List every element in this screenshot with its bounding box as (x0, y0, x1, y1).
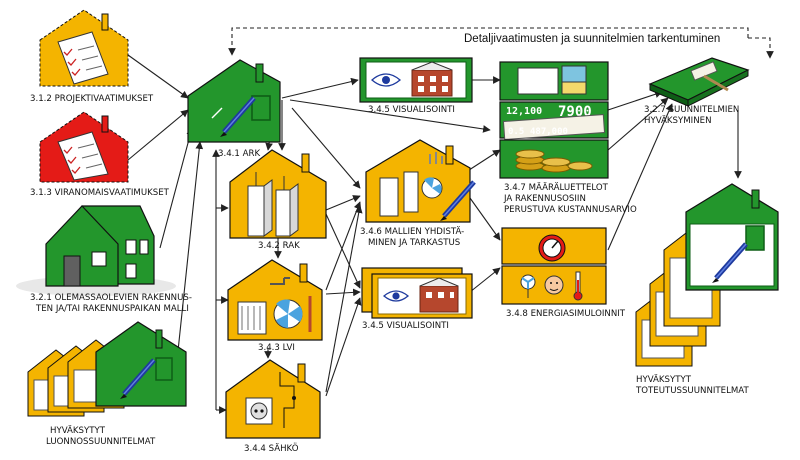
eye-visualisation-icon (377, 277, 467, 315)
eye-visualisation-icon (359, 57, 473, 103)
energia-label: 3.4.8 ENERGIASIMULOINNIT (506, 309, 626, 319)
hvac-house-icon (227, 259, 323, 341)
hyvaksyminen-label-1: 3.2.7 SUUNNITELMIEN (644, 105, 739, 115)
rak-node: 3.4.2 RAK (229, 149, 327, 251)
display-number-left: 12,100 (506, 106, 542, 117)
visualisointi-mid-label: 3.4.5 VISUALISOINTI (362, 321, 449, 331)
lvi-label: 3.4.3 LVI (258, 343, 295, 353)
architect-house-pencil-icon (187, 59, 281, 143)
display-number-bottom-right: 487,000 (530, 127, 568, 137)
approval-gavel-icon (648, 57, 750, 107)
green-existing-house-icon (16, 205, 176, 296)
approved-plans-stack-icon (635, 183, 779, 367)
visualisointi-top-node: 3.4.5 VISUALISOINTI (359, 57, 473, 115)
structure-house-icon (229, 149, 327, 239)
maara-label-1: 3.4.7 MÄÄRÄLUETTELOT (504, 182, 609, 193)
olemassaolevien-malli-node: 3.2.1 OLEMASSAOLEVIEN RAKENNUS- TEN JA/T… (16, 205, 192, 314)
toteutus-label-2: TOTEUTUSSUUNNITELMAT (635, 386, 749, 396)
sahko-label: 3.4.4 SÄHKÖ (244, 443, 299, 454)
suunnitelmien-hyvaksyminen-node: 3.2.7 SUUNNITELMIEN HYVÄKSYMINEN (644, 57, 750, 126)
maara-label-3: PERUSTUVA KUSTANNUSARVIO (504, 205, 637, 215)
olemassaolevien-label-1: 3.2.1 OLEMASSAOLEVIEN RAKENNUS- (30, 293, 192, 303)
ark-node: 3.4.1 ARK (187, 59, 281, 159)
olemassaolevien-label-2: TEN JA/TAI RAKENNUSPAIKAN MALLI (35, 304, 189, 314)
projektivaatimukset-label: 3.1.2 PROJEKTIVAATIMUKSET (30, 94, 154, 104)
energiasimuloinnit-node: 3.4.8 ENERGIASIMULOINNIT (501, 227, 626, 319)
viranomaisvaatimukset-node: 3.1.3 VIRANOMAISVAATIMUKSET (30, 111, 170, 198)
mallien-label-2: MINEN JA TARKASTUS (368, 238, 460, 248)
toteutus-label-1: HYVÄKSYTYT (636, 374, 692, 385)
electrical-house-icon (225, 359, 321, 439)
maara-label-2: JA RAKENNUSOSIIN (503, 194, 586, 204)
banner-text: Detaljivaatimusten ja suunnitelmien tark… (464, 33, 720, 45)
flow-arrows (127, 54, 742, 414)
rak-label: 3.4.2 RAK (258, 241, 300, 251)
lvi-node: 3.4.3 LVI (227, 259, 323, 353)
luonnos-label-2: LUONNOSSUUNNITELMAT (46, 437, 156, 447)
red-document-house-icon (39, 111, 129, 183)
model-merge-house-icon (365, 139, 474, 222)
draft-plans-stack-icon (27, 321, 187, 417)
visualisointi-mid-node: 3.4.5 VISUALISOINTI (361, 267, 473, 331)
toteutussuunnitelmat-node: HYVÄKSYTYT TOTEUTUSSUUNNITELMAT (635, 183, 779, 396)
energy-simulation-icon (501, 227, 607, 305)
document-house-icon (39, 9, 129, 87)
hyvaksyminen-label-2: HYVÄKSYMINEN (644, 115, 712, 126)
luonnossuunnitelmat-node: HYVÄKSYTYT LUONNOSSUUNNITELMAT (27, 321, 187, 447)
display-number-bottom-left: 0.5 (508, 127, 524, 137)
sahko-node: 3.4.4 SÄHKÖ (225, 359, 321, 454)
quantity-cost-icon: 12,100 7900 0.5 487,000 (499, 61, 609, 179)
refinement-feedback-loop: Detaljivaatimusten ja suunnitelmien tark… (228, 27, 774, 59)
mallien-yhdistaminen-node: 3.4.6 MALLIEN YHDISTÄ- MINEN JA TARKASTU… (360, 139, 474, 248)
viranomaisvaatimukset-label: 3.1.3 VIRANOMAISVAATIMUKSET (30, 188, 170, 198)
maaraluettelot-node: 12,100 7900 0.5 487,000 3.4.7 MÄÄRÄLUETT… (499, 61, 637, 215)
projektivaatimukset-node: 3.1.2 PROJEKTIVAATIMUKSET (30, 9, 154, 104)
luonnos-label-1: HYVÄKSYTYT (50, 425, 106, 436)
mallien-label-1: 3.4.6 MALLIEN YHDISTÄ- (360, 226, 464, 237)
ark-label: 3.4.1 ARK (218, 149, 260, 159)
visualisointi-top-label: 3.4.5 VISUALISOINTI (368, 105, 455, 115)
